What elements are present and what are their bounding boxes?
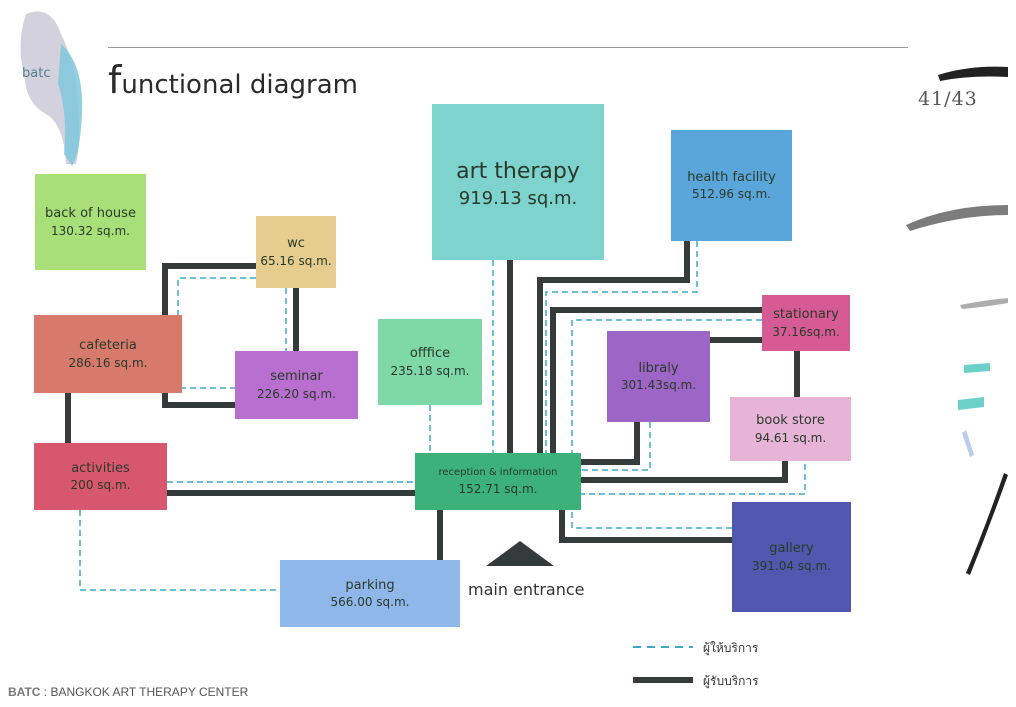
header-rule xyxy=(108,47,908,48)
page-number: 41/43 xyxy=(918,88,978,110)
link-stationary xyxy=(550,307,762,453)
room-book-store: book store 94.61 sq.m. xyxy=(730,397,851,461)
legend-dashed-label: ผู้ให้บริการ xyxy=(703,641,759,655)
dlink-gallery xyxy=(571,510,732,529)
main-entrance-label: main entrance xyxy=(468,580,585,599)
room-stationary: stationary 37.16sq.m. xyxy=(762,295,850,351)
dlink-library xyxy=(581,422,651,471)
logo-watercolor xyxy=(20,11,83,166)
legend-solid-label: ผู้รับบริการ xyxy=(703,674,759,688)
room-activities: activities 200 sq.m. xyxy=(34,443,167,510)
room-gallery: gallery 391.04 sq.m. xyxy=(732,502,851,612)
link-bookstore xyxy=(581,461,788,483)
page-title: functional diagram xyxy=(108,58,358,102)
dlink-activities-parking xyxy=(79,510,280,591)
link-health-facility xyxy=(537,241,690,453)
main-entrance-triangle-icon xyxy=(486,541,554,566)
room-art-therapy: art therapy 919.13 sq.m. xyxy=(432,104,604,260)
room-health-facility: health facility 512.96 sq.m. xyxy=(671,130,792,241)
room-back-of-house: back of house 130.32 sq.m. xyxy=(35,174,146,270)
link-library xyxy=(581,422,640,465)
legend-dashed-line-icon xyxy=(633,646,693,648)
decorative-brush-strokes xyxy=(906,66,1008,575)
room-reception: reception & information 152.71 sq.m. xyxy=(415,453,581,510)
dlink-health-facility xyxy=(545,241,698,453)
room-seminar: seminar 226.20 sq.m. xyxy=(235,351,358,419)
room-cafeteria: cafeteria 286.16 sq.m. xyxy=(34,315,182,393)
room-parking: parking 566.00 sq.m. xyxy=(280,560,460,627)
room-wc: wc 65.16 sq.m. xyxy=(256,216,336,288)
dlink-stationary xyxy=(571,319,762,458)
room-library: libraly 301.43sq.m. xyxy=(607,331,710,422)
logo-text: batc xyxy=(22,66,51,81)
legend-solid-line-icon xyxy=(633,677,693,683)
footer-caption: BATC : BANGKOK ART THERAPY CENTER xyxy=(8,685,249,699)
room-office: offfice 235.18 sq.m. xyxy=(378,319,482,405)
link-gallery xyxy=(559,510,732,543)
